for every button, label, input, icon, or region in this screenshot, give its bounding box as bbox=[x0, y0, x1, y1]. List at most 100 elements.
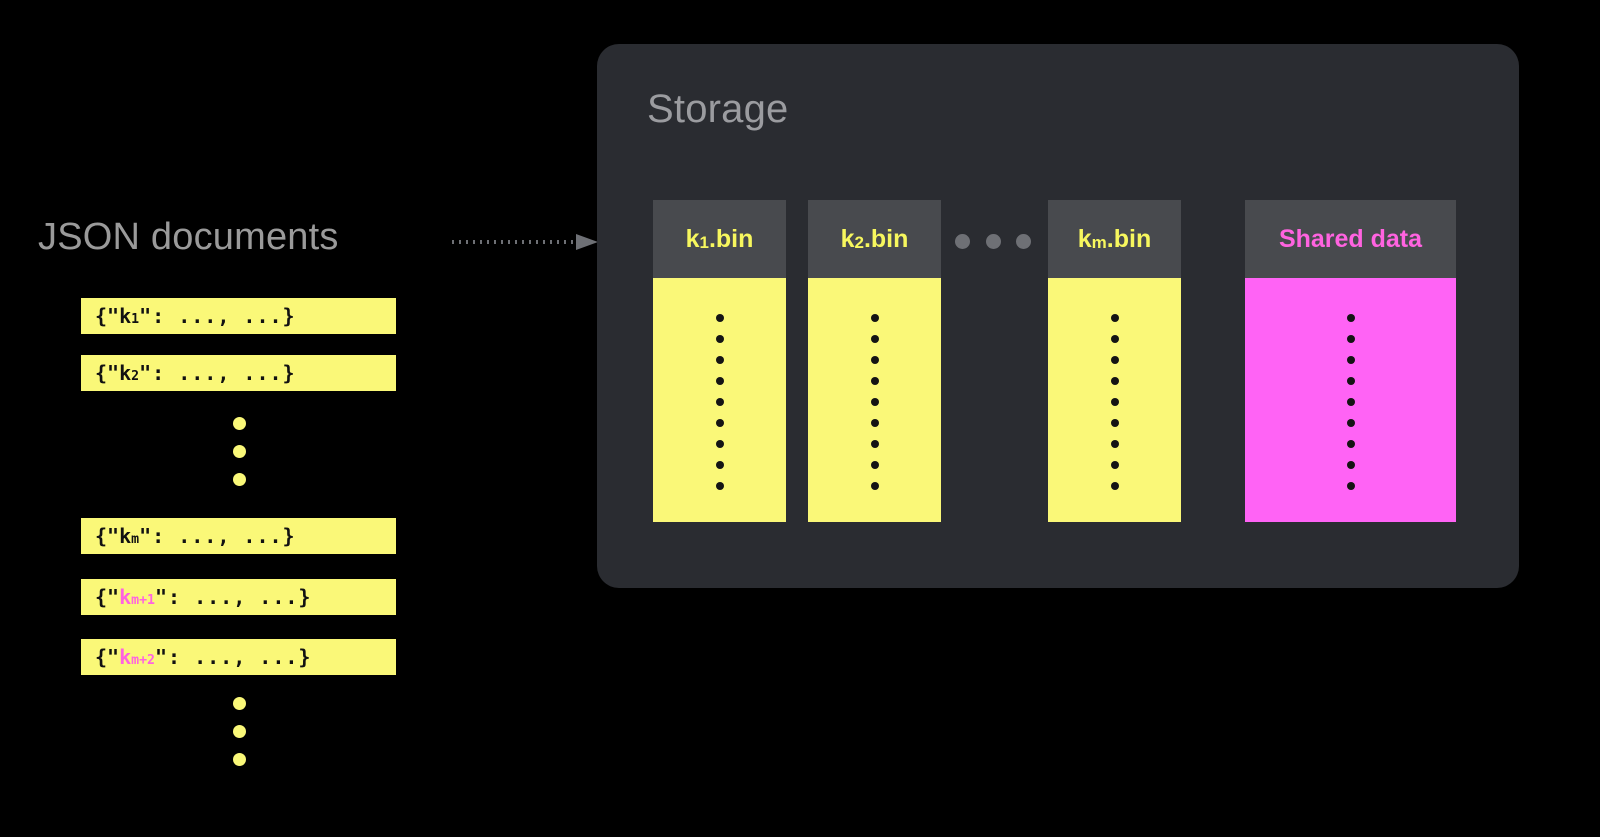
ellipsis-dot bbox=[955, 234, 970, 249]
json-doc-key: k bbox=[119, 585, 132, 609]
record-dot bbox=[1346, 440, 1355, 448]
record-dot bbox=[1110, 461, 1119, 469]
record-dot bbox=[870, 419, 879, 427]
json-doc-prefix: {" bbox=[95, 585, 120, 609]
record-dot bbox=[870, 356, 879, 364]
record-dot bbox=[715, 440, 724, 448]
json-doc-key-subscript: 2 bbox=[131, 368, 140, 384]
storage-bin-shared-data: Shared data bbox=[1245, 200, 1456, 522]
bin-label-suffix: .bin bbox=[1106, 224, 1152, 253]
json-doc-key-subscript: m+1 bbox=[131, 592, 155, 608]
record-dot bbox=[715, 482, 724, 490]
record-dot bbox=[715, 419, 724, 427]
ellipsis-dot bbox=[985, 234, 1001, 249]
bin-label-subscript: 2 bbox=[854, 232, 864, 252]
record-dot bbox=[870, 461, 879, 469]
storage-bins-horizontal-ellipsis bbox=[955, 234, 1031, 249]
json-doc-key-subscript: m+2 bbox=[131, 652, 155, 668]
record-dot bbox=[1110, 398, 1119, 406]
json-doc-key: k bbox=[119, 361, 132, 385]
record-dot bbox=[1346, 461, 1355, 469]
record-dot bbox=[715, 335, 724, 343]
json-doc-prefix: {" bbox=[95, 361, 120, 385]
json-documents-title: JSON documents bbox=[38, 216, 339, 258]
record-dot bbox=[1346, 356, 1355, 364]
record-dot bbox=[1110, 440, 1119, 448]
json-documents-vertical-ellipsis bbox=[231, 697, 247, 766]
record-dot bbox=[870, 335, 879, 343]
json-doc-suffix: ": ..., ...} bbox=[139, 361, 296, 385]
record-dot bbox=[1346, 398, 1355, 406]
ellipsis-dot bbox=[232, 473, 246, 486]
json-doc-key-subscript: 1 bbox=[131, 311, 140, 327]
json-doc-suffix: ": ..., ...} bbox=[139, 524, 296, 548]
ellipsis-dot bbox=[232, 417, 246, 430]
record-dot bbox=[715, 314, 724, 322]
record-dot bbox=[715, 356, 724, 364]
record-dot bbox=[1110, 314, 1119, 322]
storage-bin-body bbox=[653, 278, 786, 522]
json-doc-suffix: ": ..., ...} bbox=[139, 304, 296, 328]
record-dot bbox=[1110, 335, 1119, 343]
json-doc-key: k bbox=[119, 645, 132, 669]
json-doc-suffix: ": ..., ...} bbox=[154, 645, 312, 669]
json-doc-prefix: {" bbox=[95, 304, 120, 328]
bin-label-prefix: k bbox=[685, 224, 700, 253]
record-dot bbox=[1346, 482, 1355, 490]
bin-label-subscript: m bbox=[1091, 232, 1107, 252]
json-documents-vertical-ellipsis bbox=[231, 417, 247, 486]
ellipsis-dot bbox=[232, 725, 246, 738]
bin-label-prefix: k bbox=[840, 224, 855, 253]
json-doc-key: k bbox=[119, 304, 132, 328]
storage-bin-body bbox=[808, 278, 941, 522]
record-dot bbox=[870, 440, 879, 448]
json-doc-suffix: ": ..., ...} bbox=[154, 585, 312, 609]
bin-label-subscript: 1 bbox=[699, 232, 709, 252]
dotted-flow-arrow-icon bbox=[452, 234, 598, 250]
json-doc-key-subscript: m bbox=[131, 531, 140, 547]
storage-bin-header: Shared data bbox=[1245, 200, 1456, 278]
record-dot bbox=[715, 398, 724, 406]
bin-label-prefix: k bbox=[1077, 224, 1092, 253]
record-dot bbox=[870, 314, 879, 322]
bin-label-suffix: Shared data bbox=[1278, 224, 1423, 253]
storage-bin-body bbox=[1048, 278, 1181, 522]
record-dot bbox=[1346, 335, 1355, 343]
record-dot bbox=[1110, 419, 1119, 427]
bin-label-suffix: .bin bbox=[708, 224, 754, 253]
ellipsis-dot bbox=[232, 753, 246, 766]
record-dot bbox=[870, 482, 879, 490]
json-doc-key: k bbox=[119, 524, 132, 548]
record-dot bbox=[1110, 356, 1119, 364]
record-dot bbox=[1110, 377, 1119, 385]
storage-title: Storage bbox=[647, 87, 789, 131]
ellipsis-dot bbox=[232, 697, 246, 710]
record-dot bbox=[1110, 482, 1119, 490]
json-doc-prefix: {" bbox=[95, 645, 120, 669]
record-dot bbox=[1346, 377, 1355, 385]
ellipsis-dot bbox=[232, 445, 246, 458]
ellipsis-dot bbox=[1016, 234, 1031, 249]
record-dot bbox=[1346, 419, 1355, 427]
json-doc-prefix: {" bbox=[95, 524, 120, 548]
record-dot bbox=[1346, 314, 1355, 322]
bin-label-suffix: .bin bbox=[863, 224, 909, 253]
record-dot bbox=[715, 461, 724, 469]
record-dot bbox=[870, 377, 879, 385]
record-dot bbox=[870, 398, 879, 406]
record-dot bbox=[715, 377, 724, 385]
storage-bin-body bbox=[1245, 278, 1456, 522]
